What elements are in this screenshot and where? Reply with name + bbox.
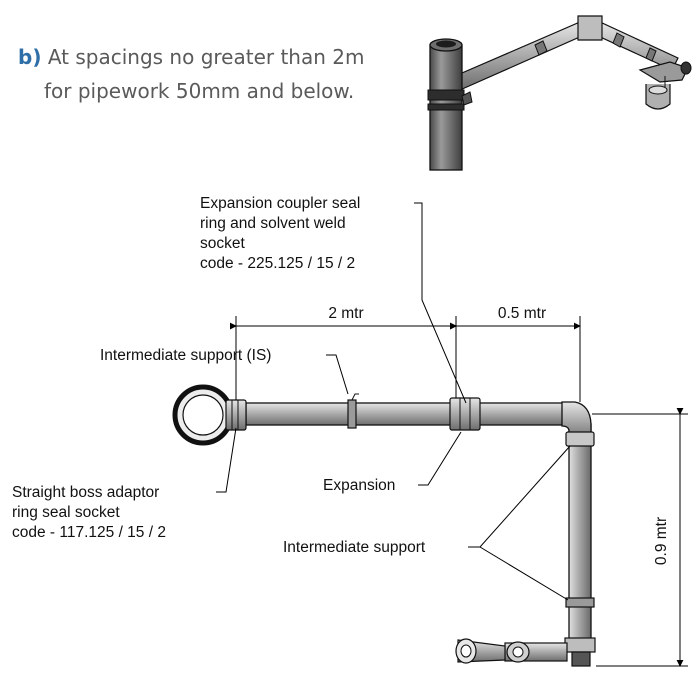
caption: b) At spacings no greater than 2m for pi… xyxy=(18,40,364,108)
pipe-assembly xyxy=(172,384,596,667)
dim-label-0-5-mtr: 0.5 mtr xyxy=(498,305,546,322)
caption-line-2: for pipework 50mm and below. xyxy=(44,79,355,103)
callout-leaders xyxy=(216,202,571,601)
callout-expansion: Expansion xyxy=(323,477,395,494)
straight-boss-adaptor-line-2: ring seal socket xyxy=(12,504,120,521)
dim-label-2-mtr: 2 mtr xyxy=(328,305,363,322)
caption-marker: b) xyxy=(18,45,42,69)
callout-intermediate-support: Intermediate support xyxy=(283,539,426,556)
straight-boss-adaptor-line-1: Straight boss adaptor xyxy=(12,484,159,501)
dimension-lines xyxy=(229,316,688,667)
expansion-coupler-line-3: socket xyxy=(200,235,245,252)
callout-intermediate-support-is: Intermediate support (IS) xyxy=(100,347,271,364)
callout-straight-boss-adaptor: Straight boss adaptor ring seal socket c… xyxy=(12,484,166,541)
callout-expansion-coupler: Expansion coupler seal ring and solvent … xyxy=(200,195,360,272)
isometric-illustration xyxy=(427,15,692,171)
caption-line-1: At spacings no greater than 2m xyxy=(47,45,365,69)
expansion-coupler-line-4: code - 225.125 / 15 / 2 xyxy=(200,255,355,272)
expansion-coupler-line-2: ring and solvent weld xyxy=(200,215,346,232)
dim-label-0-9-mtr: 0.9 mtr xyxy=(653,517,670,565)
expansion-coupler-line-1: Expansion coupler seal xyxy=(200,195,360,212)
straight-boss-adaptor-line-3: code - 117.125 / 15 / 2 xyxy=(12,524,166,541)
